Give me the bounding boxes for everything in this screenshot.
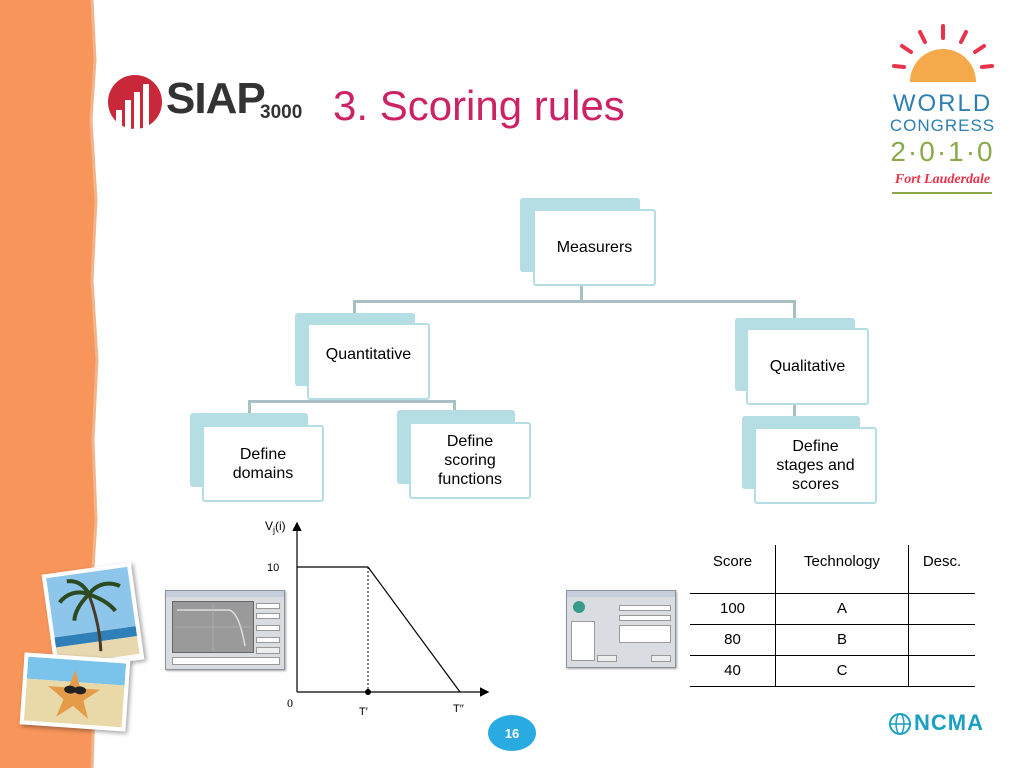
- thumbnail-globe-icon: [573, 601, 585, 613]
- cell-desc: [908, 624, 975, 656]
- cell-score: 40: [690, 655, 776, 687]
- define-domains-line1: Define: [239, 445, 287, 463]
- define-domains-line2: domains: [232, 464, 294, 482]
- define-stages-line2: stages and: [776, 457, 855, 474]
- cell-score: 80: [690, 624, 776, 656]
- graph-y-tick-10: 10: [267, 562, 279, 574]
- ncma-text: NCMA: [914, 710, 984, 735]
- slide-title: 3. Scoring rules: [333, 82, 625, 129]
- congress-line1: WORLD: [892, 90, 993, 117]
- cell-desc: [908, 593, 975, 625]
- define-stages-line3: scores: [791, 476, 840, 493]
- photo-starfish-beach: [19, 652, 131, 732]
- connector-level1-horizontal: [353, 300, 796, 303]
- define-scoring-line3: functions: [437, 471, 503, 488]
- ncma-globe-icon: [889, 713, 911, 735]
- cell-technology: C: [775, 655, 909, 687]
- measurers-label: Measurers: [556, 239, 633, 256]
- table-header-row: Score Technology Desc.: [690, 545, 975, 594]
- quantitative-label: Quantitative: [325, 346, 412, 363]
- congress-city: Fort Lauderdale: [894, 172, 991, 187]
- cell-desc: [908, 655, 975, 687]
- define-scoring-line2: scoring: [444, 452, 496, 469]
- header-desc: Desc.: [908, 545, 975, 594]
- measurers-box: Measurers: [533, 209, 656, 286]
- define-domains-box: Define domains: [202, 425, 324, 502]
- qualitative-label: Qualitative: [769, 358, 846, 375]
- table-row: 80 B: [690, 624, 975, 656]
- cell-technology: A: [775, 593, 909, 625]
- scoring-function-graph: Vj(i) 10 0 T′ T′′: [265, 519, 490, 718]
- cell-score: 100: [690, 593, 776, 625]
- page-number-badge: 16: [488, 715, 536, 751]
- world-congress-logo: WORLD CONGRESS 2·0·1·0 Fort Lauderdale: [880, 20, 1005, 200]
- table-row: 100 A: [690, 593, 975, 625]
- graph-t1-marker: [365, 689, 371, 695]
- connector-qual-up: [793, 300, 796, 318]
- graph-y-label: Vj(i): [265, 519, 286, 535]
- define-scoring-line1: Define: [446, 433, 494, 450]
- header-score: Score: [690, 545, 776, 594]
- connector-level2-horizontal: [248, 400, 456, 403]
- congress-line2: CONGRESS: [889, 116, 996, 135]
- siap-logo-number: 3000: [260, 102, 303, 123]
- thumbnail-titlebar: [166, 591, 284, 597]
- score-table: Score Technology Desc. 100 A 80 B 40 C: [690, 545, 975, 687]
- graph-origin-label: 0: [287, 696, 293, 710]
- qualitative-box: Qualitative: [746, 328, 869, 405]
- connector-domains-up: [248, 400, 251, 414]
- graph-decline-line: [367, 566, 461, 693]
- graph-t2-label: T′′: [453, 703, 464, 715]
- define-scoring-box: Define scoring functions: [409, 422, 531, 499]
- connector-qual-down: [793, 403, 796, 417]
- header-technology: Technology: [775, 545, 909, 594]
- quantitative-box: Quantitative: [307, 323, 430, 400]
- siap-logo-icon: [108, 75, 162, 130]
- graph-t1-label: T′: [359, 706, 368, 718]
- thumbnail-plot-area: [172, 601, 254, 653]
- siap-logo: SIAP 3000: [108, 72, 308, 132]
- ncma-logo: NCMA: [888, 710, 1000, 740]
- define-stages-line1: Define: [792, 438, 839, 455]
- connector-root-down: [580, 285, 583, 303]
- define-stages-box: Define stages and scores: [754, 427, 877, 504]
- congress-underline: [892, 192, 992, 194]
- cell-technology: B: [775, 624, 909, 656]
- table-row: 40 C: [690, 655, 975, 687]
- qualitative-window-thumbnail: [566, 590, 676, 668]
- congress-year: 2·0·1·0: [890, 136, 995, 167]
- scoring-function-window-thumbnail: [165, 590, 285, 670]
- connector-quant-up: [353, 300, 356, 314]
- siap-logo-text: SIAP: [166, 74, 266, 123]
- connector-scoring-up: [453, 400, 456, 411]
- sun-icon: [892, 24, 994, 82]
